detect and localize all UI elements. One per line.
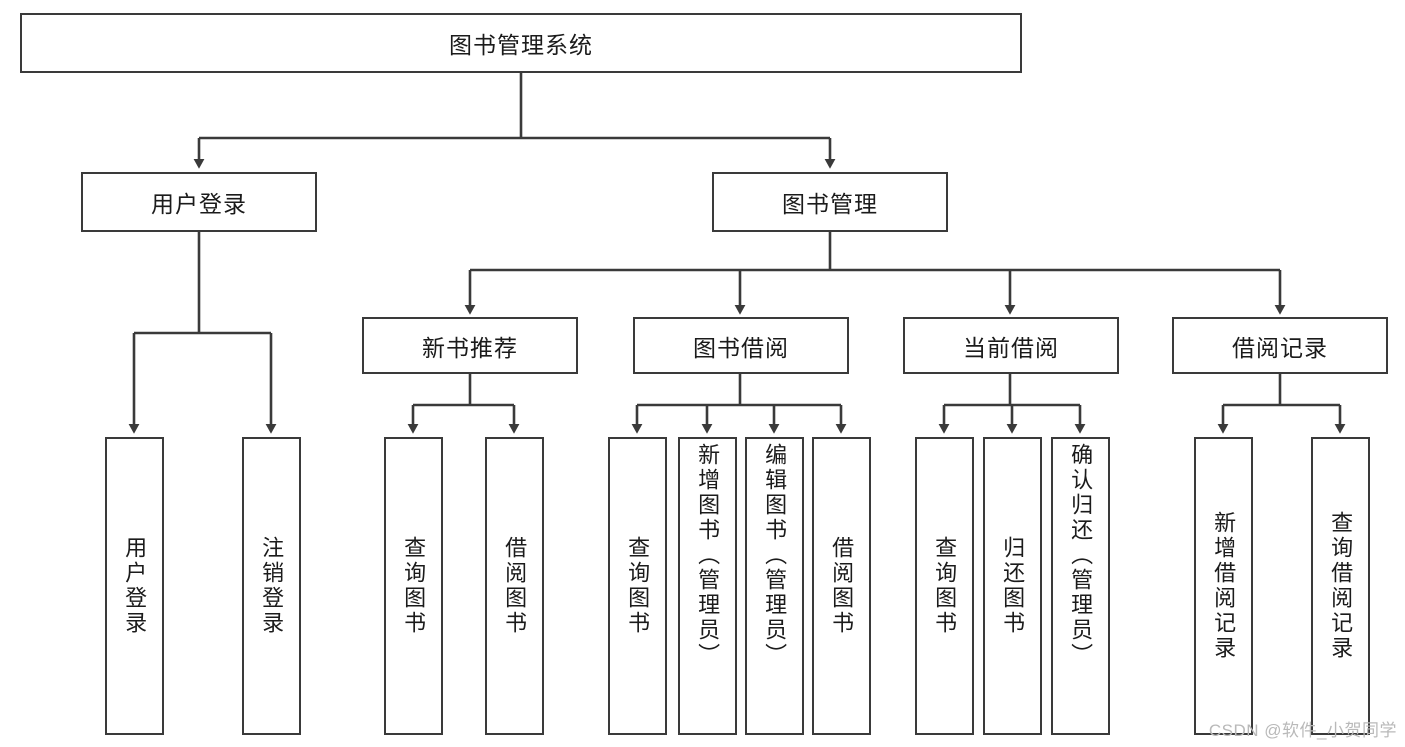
node-borrow-record-label: 借阅记录	[1232, 334, 1328, 361]
leaf-return-book-label: 归还图书	[1000, 536, 1026, 636]
node-borrow-record[interactable]: 借阅记录	[1172, 317, 1388, 374]
node-current-borrow[interactable]: 当前借阅	[903, 317, 1119, 374]
node-new-book-rec-label: 新书推荐	[422, 334, 518, 361]
node-current-borrow-label: 当前借阅	[963, 334, 1059, 361]
leaf-borrow-book-1-label: 借阅图书	[502, 536, 528, 636]
leaf-add-book[interactable]: 新增图书（管理员）	[678, 437, 737, 735]
leaf-add-record-label: 新增借阅记录	[1211, 511, 1237, 661]
node-book-borrow[interactable]: 图书借阅	[633, 317, 849, 374]
leaf-confirm-return[interactable]: 确认归还（管理员）	[1051, 437, 1110, 735]
leaf-confirm-return-label: 确认归还（管理员）	[1068, 443, 1094, 668]
leaf-borrow-book-2[interactable]: 借阅图书	[812, 437, 871, 735]
leaf-query-book-1-label: 查询图书	[401, 536, 427, 636]
leaf-query-book-2[interactable]: 查询图书	[608, 437, 667, 735]
leaf-add-record[interactable]: 新增借阅记录	[1194, 437, 1253, 735]
node-book-manage[interactable]: 图书管理	[712, 172, 948, 232]
node-user-login-label: 用户登录	[151, 191, 247, 217]
leaf-borrow-book-1[interactable]: 借阅图书	[485, 437, 544, 735]
leaf-query-book-1[interactable]: 查询图书	[384, 437, 443, 735]
leaf-user-login-label: 用户登录	[122, 536, 148, 636]
leaf-query-book-2-label: 查询图书	[625, 536, 651, 636]
leaf-edit-book[interactable]: 编辑图书（管理员）	[745, 437, 804, 735]
node-root[interactable]: 图书管理系统	[20, 13, 1022, 73]
leaf-query-record-label: 查询借阅记录	[1328, 511, 1354, 661]
leaf-borrow-book-2-label: 借阅图书	[829, 536, 855, 636]
leaf-user-login[interactable]: 用户登录	[105, 437, 164, 735]
leaf-return-book[interactable]: 归还图书	[983, 437, 1042, 735]
leaf-add-book-label: 新增图书（管理员）	[695, 443, 721, 668]
node-new-book-rec[interactable]: 新书推荐	[362, 317, 578, 374]
leaf-user-logout[interactable]: 注销登录	[242, 437, 301, 735]
node-book-borrow-label: 图书借阅	[693, 334, 789, 361]
node-user-login[interactable]: 用户登录	[81, 172, 317, 232]
leaf-query-book-3[interactable]: 查询图书	[915, 437, 974, 735]
watermark: CSDN @软件_小贺同学	[1208, 721, 1397, 740]
leaf-user-logout-label: 注销登录	[259, 536, 285, 636]
leaf-query-book-3-label: 查询图书	[932, 536, 958, 636]
leaf-edit-book-label: 编辑图书（管理员）	[762, 443, 788, 668]
node-book-manage-label: 图书管理	[782, 191, 878, 217]
leaf-query-record[interactable]: 查询借阅记录	[1311, 437, 1370, 735]
node-root-label: 图书管理系统	[449, 32, 593, 58]
